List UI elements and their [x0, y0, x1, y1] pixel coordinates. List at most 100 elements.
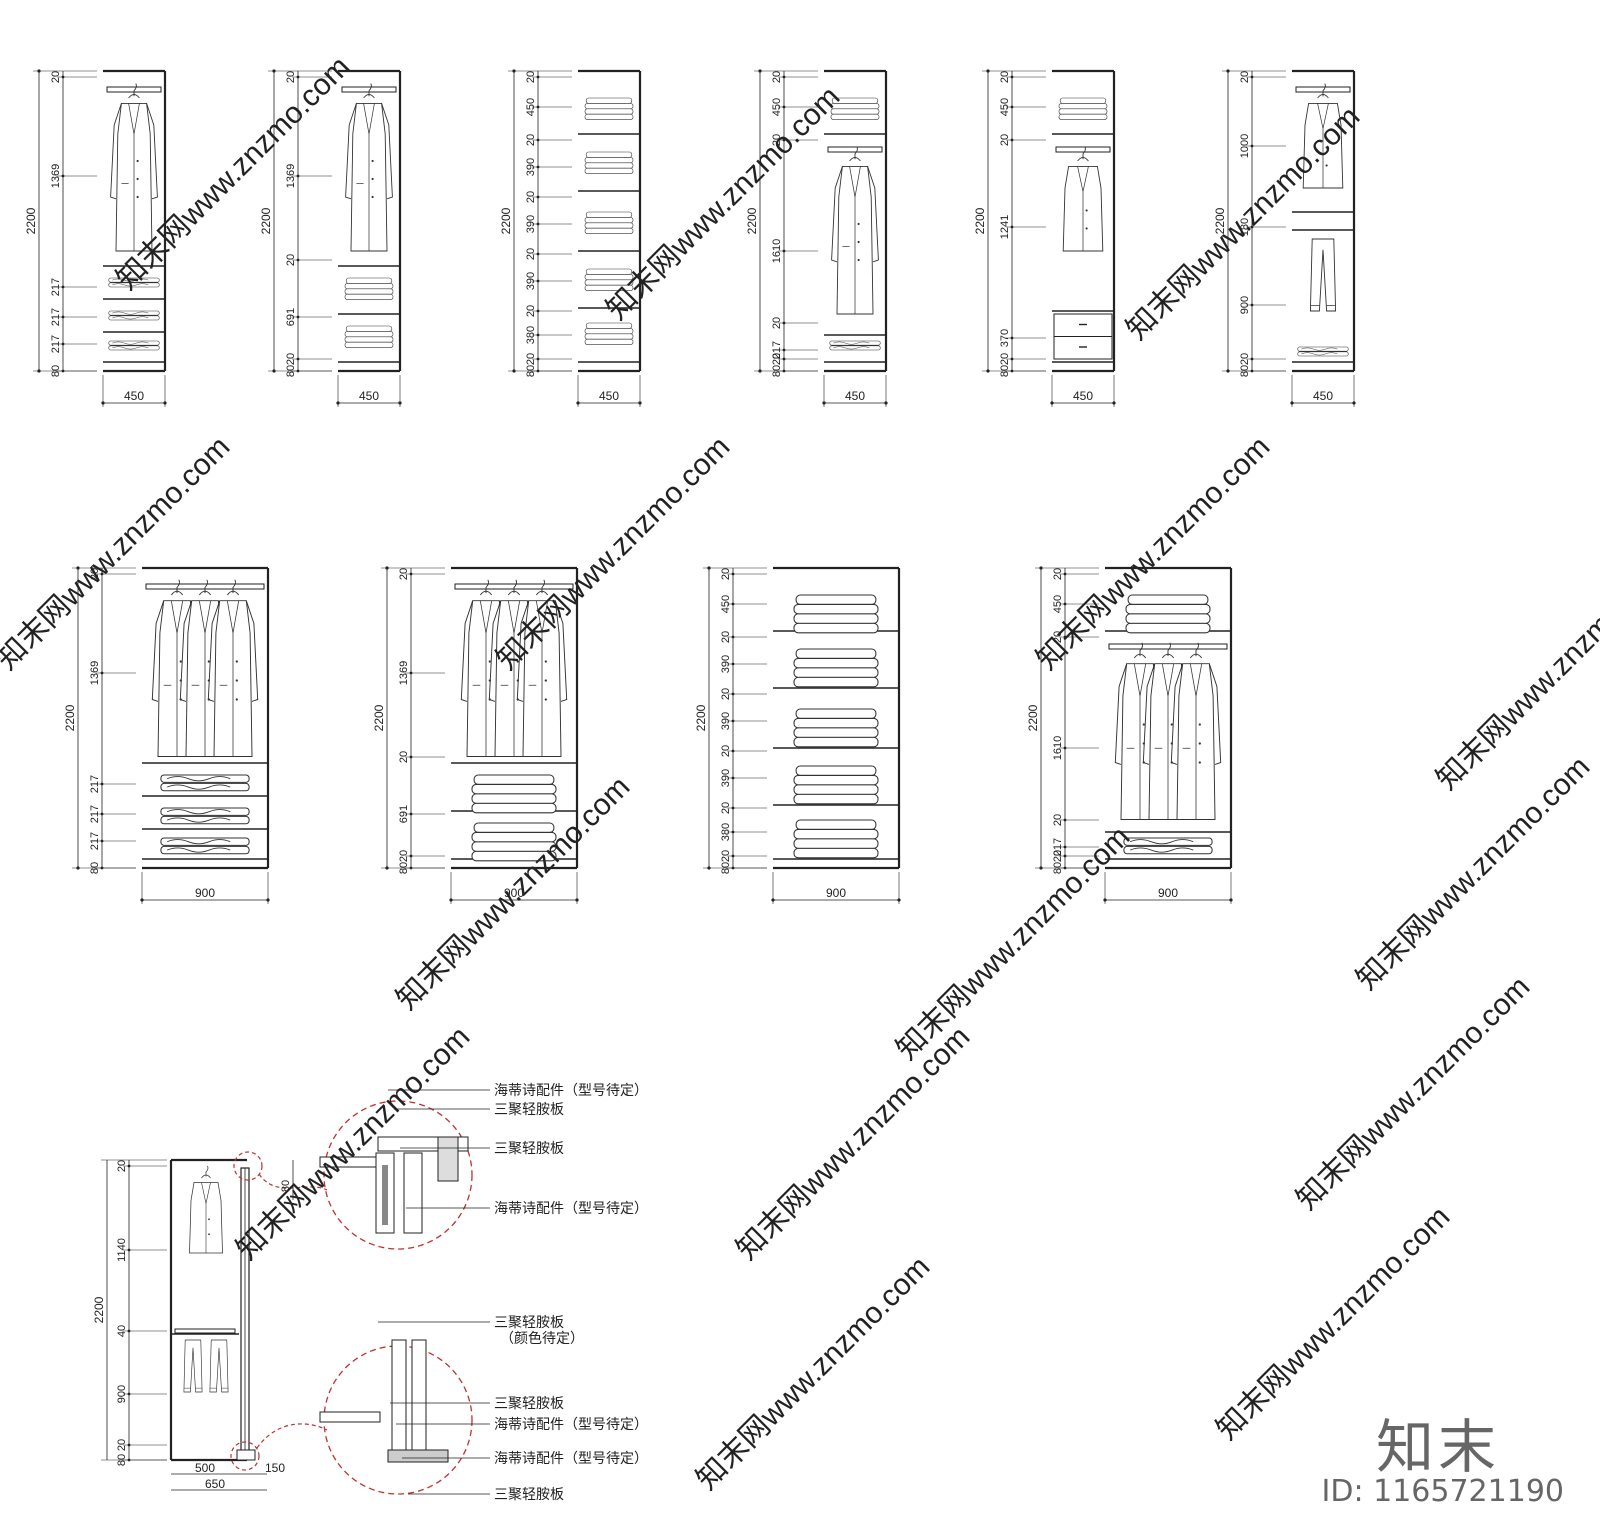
pants-rod	[174, 1328, 236, 1334]
dim-segment-label: 20	[771, 317, 783, 329]
dim-segment-label: 1610	[1052, 736, 1064, 760]
dim-segment-label: 20	[1052, 814, 1064, 826]
panel-section	[437, 1136, 459, 1182]
callout-label: 三聚轻胺板	[494, 1314, 564, 1330]
flat-icon	[160, 807, 250, 825]
dim-segment-label: 20	[398, 751, 410, 763]
callout-label: 三聚轻胺板	[494, 1486, 564, 1502]
dim-segment-label: 20	[720, 688, 732, 700]
dim-tick	[638, 401, 642, 405]
dim-segment-label: 691	[285, 308, 297, 326]
dim-segment-label: 20	[999, 134, 1011, 146]
dim-tick	[822, 401, 826, 405]
dim-segment-label: 20	[398, 568, 410, 580]
dim-width-label: 450	[1313, 389, 1333, 403]
dim-segment-label: 20	[999, 71, 1011, 83]
hanging-rod	[1108, 643, 1228, 650]
dim-segment-label: 1610	[771, 239, 783, 263]
detail-circle-top	[323, 1100, 473, 1250]
panel-section	[319, 1411, 381, 1423]
flat-icon	[829, 340, 881, 351]
dim-total-label: 2200	[694, 704, 708, 731]
dim-segment-label: 80	[999, 365, 1011, 377]
callout-label: 三聚轻胺板	[494, 1140, 564, 1156]
watermark-text: 知末网www.znzmo.com	[1350, 750, 1596, 996]
dim-tick	[1112, 401, 1116, 405]
stack-icon	[1058, 97, 1108, 120]
dim-tick	[449, 898, 453, 902]
dim-width-label: 900	[1158, 886, 1178, 900]
dim-segment-label: 20	[525, 305, 537, 317]
flat-icon	[108, 340, 160, 351]
flat-icon	[1297, 346, 1349, 357]
dim-segment-label: 20	[525, 248, 537, 260]
dim-segment-label: 217	[50, 335, 62, 353]
dim-width-label: 450	[1073, 389, 1093, 403]
dim-width-label: 900	[504, 886, 524, 900]
watermark-text: 知末网www.znzmo.com	[730, 1020, 976, 1266]
dim-segment-label: 80	[50, 365, 62, 377]
dim-total-label: 2200	[372, 704, 386, 731]
dim-segment-label: 20	[1052, 568, 1064, 580]
dim-segment-label: 217	[771, 341, 783, 359]
watermark-text: 知末网www.znzmo.com	[1030, 430, 1276, 676]
dim-tick	[336, 401, 340, 405]
dim-segment-label: 180	[1239, 218, 1251, 236]
dim-segment-label: 20	[1239, 353, 1251, 365]
dim-tick	[1290, 401, 1294, 405]
dim-segment-label: 450	[720, 595, 732, 613]
dim-segment-label: 217	[89, 775, 101, 793]
callout-label: 三聚轻胺板	[494, 1395, 564, 1411]
dim-segment-label: 390	[720, 655, 732, 673]
coat-icon	[110, 83, 158, 252]
dim-segment-label: 1369	[398, 661, 410, 685]
dim-total-label: 2200	[1213, 207, 1227, 234]
dim-tick	[575, 898, 579, 902]
callout-label: 三聚轻胺板	[494, 1101, 564, 1117]
dim-segment-label: 20	[1239, 71, 1251, 83]
stack-icon	[793, 594, 879, 634]
dim-segment-label: 370	[999, 329, 1011, 347]
dim-segment-label: 80	[720, 862, 732, 874]
dim-segment-label: 450	[525, 98, 537, 116]
flat-icon	[160, 837, 250, 855]
dim-segment-label: 20	[116, 1439, 128, 1451]
watermark-text: 知末网www.znzmo.com	[490, 430, 736, 676]
dim-segment-label: 20	[398, 850, 410, 862]
dim-segment-label: 390	[525, 158, 537, 176]
dim-segment-label: 20	[999, 353, 1011, 365]
callout-label: 海蒂诗配件（型号待定）	[494, 1450, 648, 1466]
door-section	[411, 1339, 427, 1451]
dim-total-label: 2200	[1026, 704, 1040, 731]
flat-icon	[108, 310, 160, 321]
dim-segment-label: 390	[525, 272, 537, 290]
callout-label: 海蒂诗配件（型号待定）	[494, 1082, 648, 1098]
dim-tick	[1050, 401, 1054, 405]
pants-icon	[183, 1339, 203, 1393]
dim-segment-label: 20	[50, 71, 62, 83]
pants-icon	[1309, 238, 1337, 312]
dim-segment-label: 80	[89, 862, 101, 874]
dim-bottom-label: 650	[205, 1477, 225, 1491]
dim-segment-label: 217	[1052, 838, 1064, 856]
stack-icon	[584, 211, 634, 234]
dim-segment-label: 1140	[116, 1238, 128, 1262]
dim-segment-label: 20	[720, 568, 732, 580]
dim-total-label: 2200	[973, 207, 987, 234]
dim-segment-label: 1369	[50, 164, 62, 188]
dim-tick	[576, 401, 580, 405]
dim-side-label: 80	[280, 1180, 292, 1192]
image-id-label: ID: 1165721190	[1321, 1474, 1564, 1509]
dim-tick	[163, 401, 167, 405]
hanging-rod	[827, 146, 883, 153]
dim-width-label: 450	[124, 389, 144, 403]
dim-segment-label: 450	[1052, 595, 1064, 613]
dim-total-label: 2200	[24, 207, 38, 234]
dim-segment-label: 450	[999, 98, 1011, 116]
dim-segment-label: 20	[89, 568, 101, 580]
